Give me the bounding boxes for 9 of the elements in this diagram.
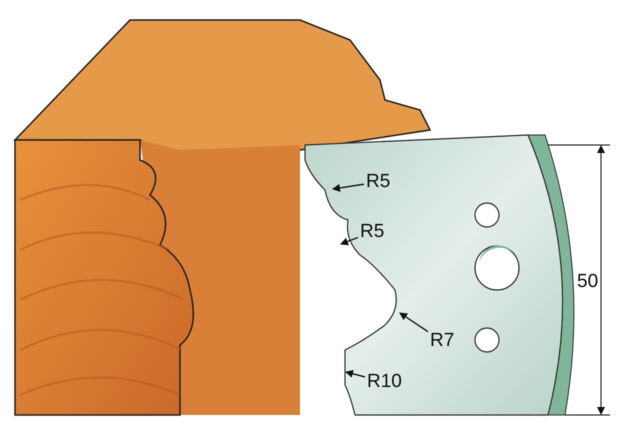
leader-line [340,236,358,246]
radius-label: R7 [430,331,454,351]
radius-label: R5 [360,222,384,242]
leader-line [332,184,364,192]
leader-line [345,370,366,378]
dimension-label: 50 [577,272,598,292]
leader-line [399,312,428,332]
radius-label: R5 [366,172,390,192]
radius-label: R10 [367,372,402,392]
